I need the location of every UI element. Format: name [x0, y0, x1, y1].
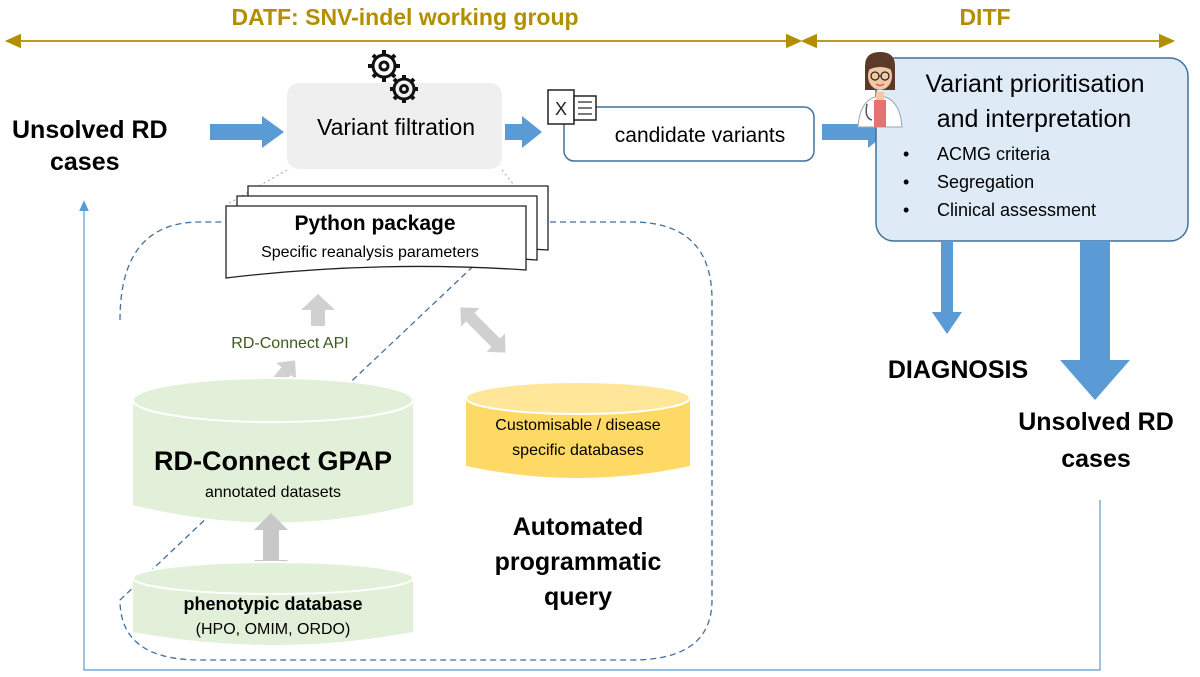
custom-db-diagonal-arrow [460, 307, 506, 353]
excel-file-icon: X [547, 89, 597, 125]
custom-db-line1: Customisable / disease [495, 417, 661, 434]
bullet-acmg: ACMG criteria [937, 144, 1051, 164]
interpretation-title-line1: Variant prioritisation [925, 70, 1144, 98]
gpap-title: RD-Connect GPAP [154, 446, 392, 476]
python-package-docs [225, 185, 549, 279]
custom-database [465, 381, 691, 478]
python-package-subtitle: Specific reanalysis parameters [261, 244, 479, 261]
automated-line3: query [544, 583, 612, 611]
phenotypic-subtitle: (HPO, OMIM, ORDO) [196, 621, 351, 638]
interpretation-title-line2: and interpretation [937, 105, 1132, 133]
automated-line1: Automated [513, 513, 644, 541]
feedback-loop-line [79, 200, 1101, 671]
variant-filtration-label: Variant filtration [317, 114, 475, 140]
bullet-clinical: Clinical assessment [937, 200, 1096, 220]
api-up-arrow [301, 294, 335, 326]
gpap-subtitle: annotated datasets [205, 484, 341, 501]
input-arrow [210, 116, 284, 148]
output-cases-line2: cases [1061, 445, 1131, 473]
filtration-to-candidates-arrow [505, 116, 542, 148]
svg-text:•: • [903, 172, 909, 192]
diagnosis-label: DIAGNOSIS [888, 356, 1028, 384]
ditf-label: DITF [959, 4, 1010, 30]
to-diagnosis-arrow [932, 241, 962, 334]
interpretation-bullets: • ACMG criteria • Segregation • Clinical… [903, 144, 1096, 220]
to-unsolved-arrow [1060, 241, 1130, 400]
candidate-variants-label: candidate variants [615, 124, 785, 147]
gpap-phenotypic-arrow [254, 513, 288, 577]
automated-query-container [119, 221, 713, 661]
svg-text:•: • [903, 200, 909, 220]
excel-icon-letter: X [555, 99, 567, 119]
doctor-icon [857, 52, 903, 128]
candidate-variants-box [563, 106, 815, 162]
input-cases-line1: Unsolved RD [12, 116, 168, 144]
phenotypic-database [132, 561, 414, 645]
gears-icon [368, 50, 418, 103]
bullet-segregation: Segregation [937, 172, 1034, 192]
input-cases-line2: cases [50, 148, 120, 176]
svg-text:•: • [903, 144, 909, 164]
datf-label: DATF: SNV-indel working group [231, 4, 578, 30]
automated-line2: programmatic [495, 548, 662, 576]
phenotypic-title: phenotypic database [183, 594, 362, 614]
rd-connect-api-label: RD-Connect API [231, 335, 348, 352]
output-cases-line1: Unsolved RD [1018, 408, 1174, 436]
gpap-database [132, 377, 414, 523]
custom-db-line2: specific databases [512, 442, 644, 459]
python-package-title: Python package [294, 212, 455, 235]
interpretation-box [875, 57, 1189, 242]
variant-filtration-box [287, 83, 502, 169]
